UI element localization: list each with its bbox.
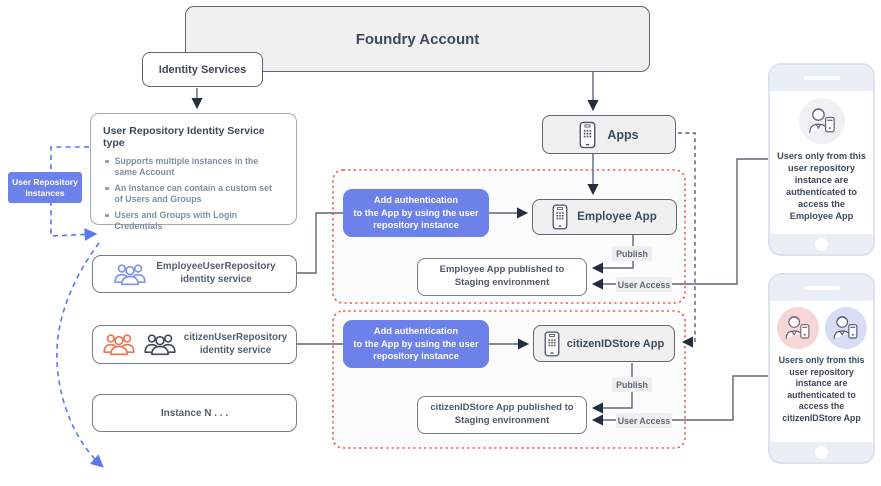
auth-note-citizen: Add authentication to the App by using t… [343,320,489,368]
phone-top-bar [770,65,873,91]
employee-repo-node: EmployeeUserRepository identity service [92,255,297,293]
publish-label-citizen: Publish [612,377,652,392]
person-with-phone-icon [808,108,835,134]
home-button [815,237,828,251]
employee-published-node: Employee App published to Staging enviro… [417,258,587,296]
auth-note-employee: Add authentication to the App by using t… [343,189,489,237]
phone-bottom-bar [770,442,873,462]
bullet-icon [105,213,109,217]
phone-bottom-bar [770,234,873,254]
citizen-app-label: citizenIDStore App [566,337,665,350]
citizen-phone-text: Users only from this user repository ins… [778,355,865,423]
bullet-text: An Instance can contain a custom set of … [114,183,272,205]
auth1-line2: to the App by using the user [353,207,479,218]
user-repo-type-title: User Repository Identity Service type [103,125,265,149]
person-with-phone-icon [833,316,858,340]
apps-node: Apps [542,115,676,154]
citizen-published-line1: citizenIDStore App published to [430,402,574,414]
citizen-app-node: citizenIDStore App [533,325,675,362]
phone-speaker [803,76,840,80]
smartphone-icon [544,331,560,356]
citizen-user-avatar-blue [824,307,867,349]
citizen-published-node: citizenIDStore App published to Staging … [417,396,587,434]
employee-repo-subtitle: identity service [180,274,252,285]
citizen-phone-panel: Users only from this user repository ins… [768,273,875,464]
phone-speaker [803,286,840,290]
bullet-item: Users and Groups with Login Credentials [103,210,283,233]
auth2-line3: repository instance [373,351,459,362]
auth2-line2: to the App by using the user [353,338,479,349]
employee-repo-name: EmployeeUserRepository [156,261,276,273]
bullet-item: Supports multiple instances in the same … [103,156,283,179]
citizen-user-avatar-pink [776,307,819,349]
employee-flow-border [332,169,686,304]
people-group-orange-icon [103,334,135,356]
smartphone-icon [552,204,568,230]
citizen-repo-name: citizenUserRepository [183,331,288,343]
smartphone-icon [579,121,596,148]
employee-phone-panel: Users only from this user repository ins… [768,63,875,256]
employee-published-line2: Staging environment [454,277,550,288]
bullet-icon [105,186,109,190]
user-repo-instances-tag: User Repository Instances [8,172,82,203]
auth2-line1: Add authentication [373,326,459,337]
apps-label: Apps [607,127,639,142]
employee-user-avatar [798,98,845,144]
user-repo-type-node: User Repository Identity Service type Su… [90,113,297,231]
foundry-account-label: Foundry Account [355,30,480,48]
instances-label-connector [50,146,98,241]
identity-services-label: Identity Services [158,63,247,76]
user-access-label-employee: User Access [616,277,672,292]
bullet-item: An Instance can contain a custom set of … [103,183,283,206]
auth1-line1: Add authentication [373,195,459,206]
citizen-repo-subtitle: identity service [199,344,272,356]
publish-label-employee: Publish [612,246,652,261]
person-with-phone-icon [785,316,810,340]
citizen-repo-node: citizenUserRepository identity service [92,325,297,364]
employee-app-label: Employee App [577,211,657,223]
instance-n-label: Instance N . . . [160,407,229,419]
instance-n-node: Instance N . . . [92,394,297,432]
employee-phone-text: Users only from this user repository ins… [777,151,866,221]
instances-arc-connector [56,242,104,468]
bullet-text: Users and Groups with Login Credentials [114,210,238,232]
phone-top-bar [770,275,873,301]
bullet-icon [105,159,109,163]
auth1-line3: repository instance [373,220,459,231]
citizen-flow-border [332,310,686,449]
people-group-dark-icon [144,334,176,356]
employeerepo-to-auth1-line [297,212,343,274]
bullet-text: Supports multiple instances in the same … [114,156,259,178]
home-button [815,445,828,459]
identity-services-node: Identity Services [142,52,263,87]
instances-tag-line2: Instances [25,187,65,198]
apps-to-citizenapp-dashed-line [678,132,696,348]
citizen-published-line2: Staging environment [454,415,550,426]
employee-app-node: Employee App [532,199,677,235]
employee-published-line1: Employee App published to [439,264,565,276]
instances-tag-line1: User Repository [12,176,78,187]
people-group-blue-icon [114,263,147,285]
user-access-label-citizen: User Access [616,413,672,428]
